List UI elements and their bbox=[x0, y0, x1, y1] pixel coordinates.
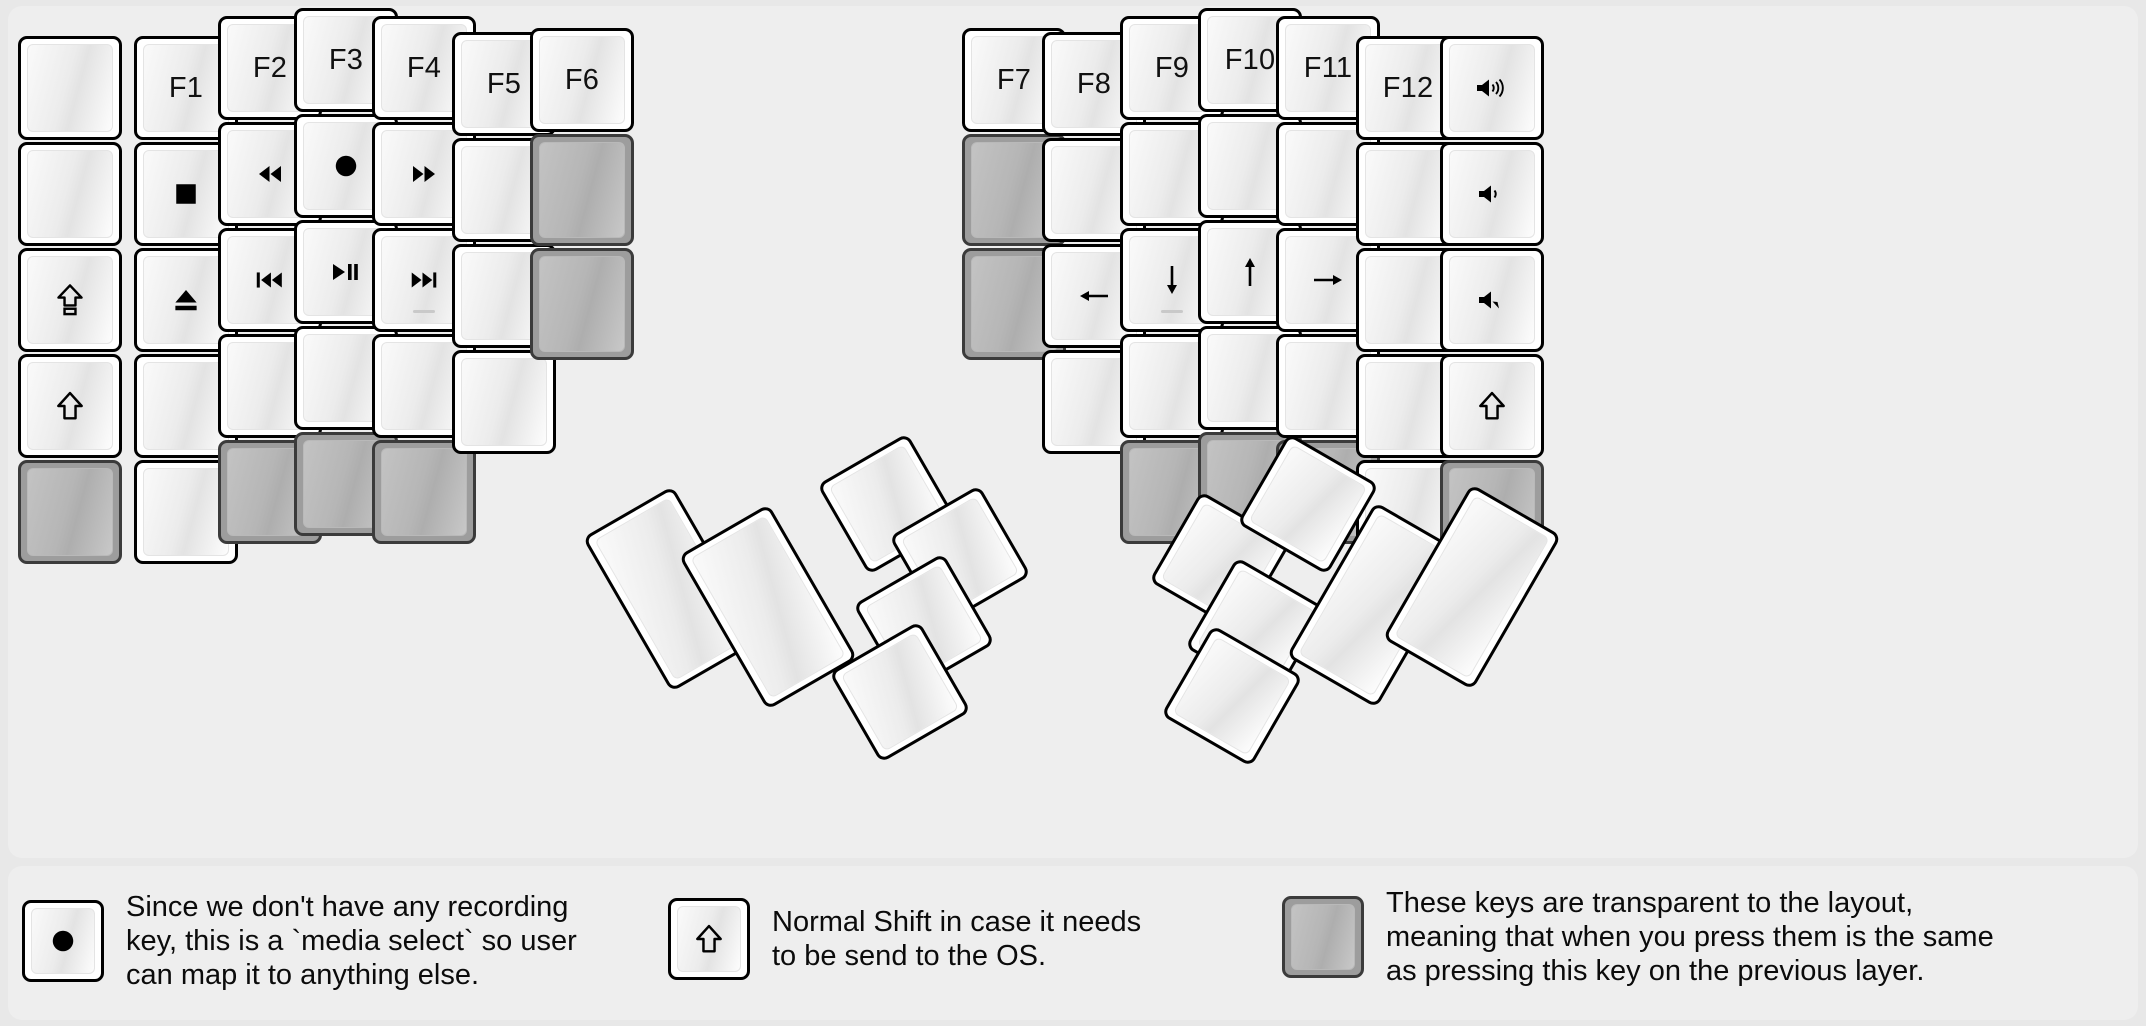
keycap-face: F6 bbox=[539, 36, 625, 124]
keycap-face bbox=[381, 448, 467, 536]
keycap-face: F1 bbox=[143, 44, 229, 132]
legend-panel bbox=[8, 866, 2138, 1020]
media-next-track-icon bbox=[407, 264, 441, 296]
key-volume-mute[interactable] bbox=[1440, 248, 1544, 352]
keycap-face bbox=[677, 906, 741, 972]
homing-nub bbox=[1161, 310, 1183, 313]
key-label: F8 bbox=[1076, 67, 1112, 100]
keycap-face bbox=[1449, 150, 1535, 238]
media-eject-icon bbox=[171, 285, 201, 315]
keycap-face bbox=[1449, 44, 1535, 132]
key-label: F1 bbox=[168, 71, 204, 104]
key-blank[interactable] bbox=[18, 36, 122, 140]
key-transparent[interactable] bbox=[530, 134, 634, 246]
keycap-face bbox=[1449, 362, 1535, 450]
keycap-face bbox=[27, 44, 113, 132]
key-shift[interactable] bbox=[18, 354, 122, 458]
key-label: F2 bbox=[252, 51, 288, 84]
media-stop-icon bbox=[173, 181, 199, 207]
legend-description-1: Since we don't have any recording key, t… bbox=[126, 891, 577, 992]
volume-up-icon bbox=[1474, 73, 1510, 103]
key-label: F4 bbox=[406, 51, 442, 84]
media-record-icon bbox=[331, 151, 361, 181]
keycap-face bbox=[143, 468, 229, 556]
keycap-face: F12 bbox=[1365, 44, 1451, 132]
homing-nub bbox=[413, 310, 435, 313]
legend-item-3: These keys are transparent to the layout… bbox=[1282, 886, 1994, 989]
keycap-face bbox=[1365, 150, 1451, 238]
key-blank[interactable] bbox=[134, 460, 238, 564]
key-label: F5 bbox=[486, 67, 522, 100]
key-label: F3 bbox=[328, 43, 364, 76]
legend-item-2: Normal Shift in case it needs to be send… bbox=[668, 898, 1141, 980]
keycap-face bbox=[539, 142, 625, 238]
key-volume-down[interactable] bbox=[1440, 142, 1544, 246]
key-label: F7 bbox=[996, 63, 1032, 96]
key-caps-lock[interactable] bbox=[18, 248, 122, 352]
arrow-right-icon bbox=[1311, 265, 1345, 295]
legend-item-1: Since we don't have any recording key, t… bbox=[22, 890, 577, 993]
key-label: F12 bbox=[1382, 71, 1434, 104]
media-rewind-icon bbox=[254, 158, 286, 190]
key-transparent[interactable] bbox=[18, 460, 122, 564]
key-label: F11 bbox=[1303, 51, 1353, 84]
keycap-face bbox=[1449, 256, 1535, 344]
keycap-face bbox=[143, 362, 229, 450]
shift-icon bbox=[55, 390, 85, 422]
keycap-face bbox=[1365, 256, 1451, 344]
media-record-icon bbox=[48, 926, 78, 956]
legend-description-3: These keys are transparent to the layout… bbox=[1386, 887, 1994, 988]
keycap-face bbox=[143, 256, 229, 344]
keycap-face bbox=[1291, 904, 1355, 971]
key-f6[interactable]: F6 bbox=[530, 28, 634, 132]
key-shift[interactable] bbox=[1440, 354, 1544, 458]
keycap-face bbox=[27, 468, 113, 556]
keycap-face bbox=[27, 362, 113, 450]
volume-mute-icon bbox=[1476, 285, 1508, 315]
shift-icon bbox=[694, 923, 724, 955]
media-play-pause-icon bbox=[329, 256, 363, 288]
key-label: F9 bbox=[1154, 51, 1190, 84]
media-previous-track-icon bbox=[253, 264, 287, 296]
legend-sample-key-3 bbox=[1282, 896, 1364, 979]
key-media-eject[interactable] bbox=[134, 248, 238, 352]
key-blank[interactable] bbox=[452, 350, 556, 454]
keycap-face bbox=[539, 256, 625, 352]
shift-icon bbox=[1477, 390, 1507, 422]
keycap-face bbox=[461, 358, 547, 446]
keycap-face bbox=[31, 908, 95, 975]
keycap-face bbox=[1365, 362, 1451, 450]
legend-sample-key-2 bbox=[668, 898, 750, 980]
legend-description-2: Normal Shift in case it needs to be send… bbox=[772, 905, 1142, 972]
arrow-down-icon bbox=[1157, 263, 1187, 297]
key-volume-up[interactable] bbox=[1440, 36, 1544, 140]
arrow-up-icon bbox=[1235, 255, 1265, 289]
keycap-face bbox=[143, 150, 229, 238]
keycap-face bbox=[27, 150, 113, 238]
keycap-face bbox=[27, 256, 113, 344]
caps-lock-icon bbox=[55, 283, 85, 317]
volume-down-icon bbox=[1476, 179, 1508, 209]
key-blank[interactable] bbox=[452, 244, 556, 348]
key-transparent[interactable] bbox=[530, 248, 634, 360]
key-blank[interactable] bbox=[18, 142, 122, 246]
arrow-left-icon bbox=[1077, 281, 1111, 311]
key-label: F10 bbox=[1224, 43, 1276, 76]
key-transparent[interactable] bbox=[372, 440, 476, 544]
media-fast-forward-icon bbox=[408, 158, 440, 190]
legend-sample-key-1 bbox=[22, 900, 104, 983]
key-label: F6 bbox=[564, 63, 600, 96]
